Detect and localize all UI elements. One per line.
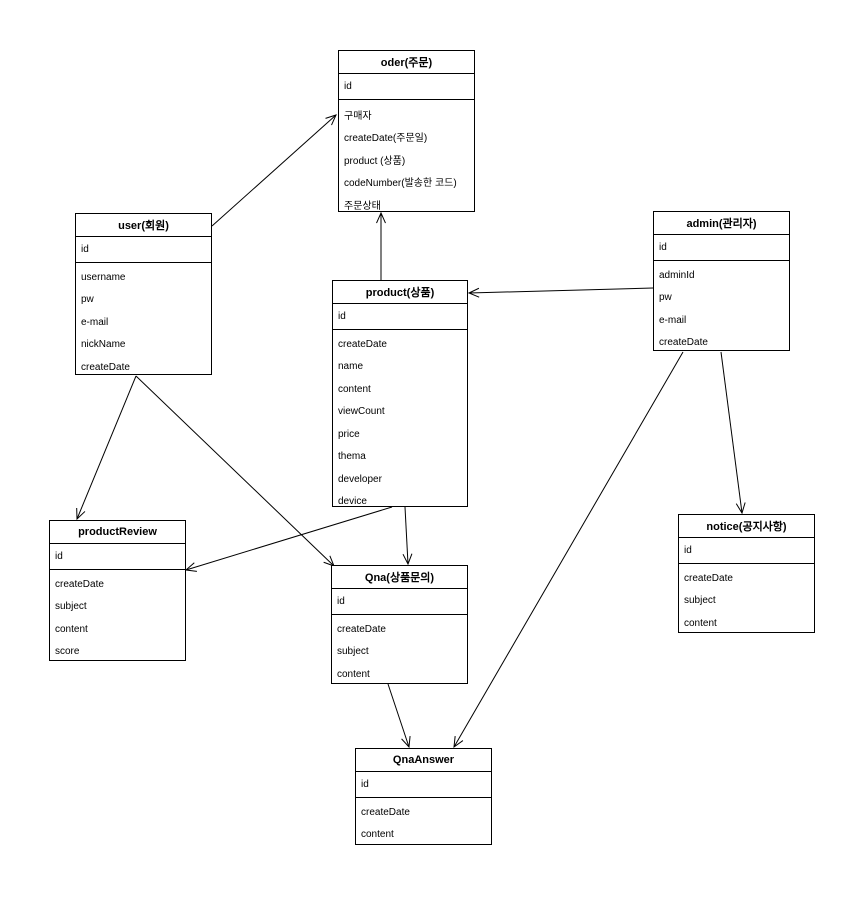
entity-title: product(상품): [333, 281, 467, 304]
arrowhead-icon: [325, 114, 337, 126]
entity-primary-key: id: [50, 544, 185, 570]
arrowhead-icon: [76, 507, 86, 521]
entity-primary-key: id: [76, 237, 211, 263]
entity-field: content: [337, 668, 370, 680]
entity-productReview[interactable]: productReview id createDate subject cont…: [49, 520, 186, 661]
entity-product[interactable]: product(상품) id createDate name content v…: [332, 280, 468, 507]
relation-admin-to-notice: [720, 351, 746, 515]
entity-field: name: [338, 361, 364, 373]
entity-fields: 구매자 createDate(주문일) product (상품) codeNum…: [339, 100, 474, 216]
relation-user-to-oder: [211, 114, 337, 227]
entity-field: createDate: [55, 578, 104, 590]
entity-field: price: [338, 428, 360, 440]
relation-product-to-qna: [402, 506, 413, 566]
entity-title: productReview: [50, 521, 185, 544]
entity-fields: createDate name content viewCount price …: [333, 330, 467, 513]
entity-primary-key: id: [679, 538, 814, 564]
entity-field: adminId: [659, 269, 695, 281]
entity-fields: username pw e-mail nickName createDate: [76, 263, 211, 379]
entity-field: device: [338, 496, 367, 508]
entity-title: oder(주문): [339, 51, 474, 74]
entity-title: user(회원): [76, 214, 211, 237]
entity-field: developer: [338, 473, 382, 485]
entity-primary-key: id: [333, 304, 467, 330]
entity-field: score: [55, 646, 80, 658]
entity-qna[interactable]: Qna(상품문의) id createDate subject content: [331, 565, 468, 684]
entity-field: product (상품): [344, 155, 406, 167]
arrowhead-icon: [453, 736, 464, 749]
arrowhead-icon: [467, 287, 480, 298]
entity-field: createDate: [337, 623, 386, 635]
relation-product-to-oder: [376, 211, 386, 280]
entity-fields: createDate content: [356, 798, 491, 846]
entity-title: admin(관리자): [654, 212, 789, 235]
entity-fields: createDate subject content: [332, 615, 467, 686]
entity-field: nickName: [81, 339, 126, 351]
relation-admin-to-product: [467, 287, 654, 298]
relation-line: [211, 114, 337, 227]
entity-field: subject: [55, 601, 87, 613]
entity-field: e-mail: [659, 314, 687, 326]
entity-field: subject: [684, 595, 716, 607]
relation-line: [468, 287, 654, 294]
relation-user-to-productReview: [76, 375, 137, 521]
entity-fields: createDate subject content score: [50, 570, 185, 663]
entity-field: pw: [81, 294, 94, 306]
entity-field: createDate: [81, 361, 130, 373]
entity-field: subject: [337, 646, 369, 658]
entity-title: Qna(상품문의): [332, 566, 467, 589]
relation-line: [404, 506, 409, 565]
arrowhead-icon: [402, 553, 413, 566]
entity-field: thema: [338, 451, 366, 463]
arrowhead-icon: [184, 562, 197, 572]
entity-field: 주문상태: [344, 200, 381, 212]
entity-field: content: [684, 617, 717, 629]
entity-field: createDate: [684, 572, 733, 584]
entity-title: QnaAnswer: [356, 749, 491, 772]
entity-user[interactable]: user(회원) id username pw e-mail nickName …: [75, 213, 212, 375]
entity-field: e-mail: [81, 316, 109, 328]
entity-field: viewCount: [338, 406, 385, 418]
entity-field: createDate: [361, 806, 410, 818]
arrowhead-icon: [376, 211, 386, 224]
relation-line: [387, 683, 410, 748]
arrowhead-icon: [735, 502, 746, 515]
entity-notice[interactable]: notice(공지사항) id createDate subject conte…: [678, 514, 815, 633]
entity-field: content: [338, 383, 371, 395]
entity-field: createDate: [659, 337, 708, 349]
entity-primary-key: id: [654, 235, 789, 261]
relation-line: [453, 351, 684, 748]
entity-field: codeNumber(발송한 코드): [344, 178, 457, 190]
relation-line: [185, 506, 393, 571]
entity-primary-key: id: [356, 772, 491, 798]
entity-primary-key: id: [339, 74, 474, 100]
entity-field: createDate(주문일): [344, 133, 428, 145]
entity-title: notice(공지사항): [679, 515, 814, 538]
entity-field: 구매자: [344, 110, 372, 122]
relation-product-to-productReview: [184, 506, 393, 572]
relation-qna-to-qnaAnswer: [387, 683, 411, 749]
arrowhead-icon: [401, 736, 411, 749]
entity-field: content: [55, 623, 88, 635]
entity-oder[interactable]: oder(주문) id 구매자 createDate(주문일) product …: [338, 50, 475, 212]
entity-field: pw: [659, 292, 672, 304]
relation-line: [720, 351, 743, 514]
entity-field: createDate: [338, 338, 387, 350]
entity-admin[interactable]: admin(관리자) id adminId pw e-mail createDa…: [653, 211, 790, 351]
entity-primary-key: id: [332, 589, 467, 615]
entity-field: content: [361, 829, 394, 841]
relation-admin-to-qnaAnswer: [453, 351, 684, 749]
relation-line: [76, 375, 137, 520]
entity-fields: adminId pw e-mail createDate: [654, 261, 789, 354]
entity-fields: createDate subject content: [679, 564, 814, 635]
entity-qnaAnswer[interactable]: QnaAnswer id createDate content: [355, 748, 492, 845]
entity-field: username: [81, 271, 126, 283]
